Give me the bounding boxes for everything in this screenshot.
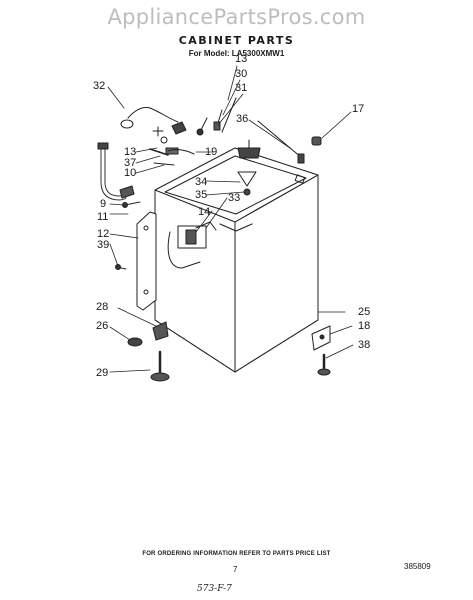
- callout-37: 37: [124, 157, 136, 169]
- page-number: 7: [233, 565, 238, 574]
- callout-19: 19: [205, 146, 217, 158]
- callout-28: 28: [96, 301, 108, 313]
- cabinet-bottom-edge: [154, 319, 319, 373]
- callout-14: 14: [198, 206, 210, 218]
- callout-11: 11: [97, 211, 108, 223]
- document-number: 385809: [404, 562, 431, 571]
- model-subtitle: For Model: LA5300XMW1: [188, 49, 285, 58]
- callout-13-left: 13: [124, 146, 136, 158]
- screw-39: [115, 264, 127, 270]
- callout-32: 32: [93, 80, 105, 92]
- callout-13-top: 13: [235, 53, 247, 65]
- callout-9: 9: [100, 198, 106, 210]
- agitator-cone-part: [237, 139, 261, 196]
- callout-34: 34: [195, 176, 207, 188]
- callout-39: 39: [97, 239, 109, 251]
- screw-11: [122, 201, 141, 208]
- rim-slot: [294, 174, 306, 184]
- callout-33: 33: [228, 192, 240, 204]
- ordering-note: FOR ORDERING INFORMATION REFER TO PARTS …: [142, 551, 331, 557]
- lid-switch-part: [311, 136, 322, 146]
- callout-17: 17: [352, 103, 364, 115]
- foot-bracket-part: [127, 321, 169, 347]
- callout-10: 10: [124, 167, 136, 179]
- watermark: AppliancePartsPros.com: [107, 5, 366, 29]
- left-fasteners: [149, 126, 195, 166]
- wire-harness-part: [120, 107, 187, 135]
- drain-hose-part: [97, 142, 135, 201]
- callout-36: 36: [236, 113, 248, 125]
- callout-26: 26: [96, 320, 108, 332]
- top-screws: [196, 97, 237, 136]
- part-36: [257, 120, 305, 164]
- leader-lines: [107, 65, 354, 373]
- callout-35: 35: [195, 189, 207, 201]
- callout-12: 12: [97, 228, 109, 240]
- callout-31: 31: [235, 82, 247, 94]
- callout-18: 18: [358, 320, 370, 332]
- callout-29: 29: [96, 367, 108, 379]
- pump-assembly-part: [167, 221, 217, 269]
- callout-38: 38: [358, 339, 370, 351]
- callout-25: 25: [358, 306, 370, 318]
- leveling-leg-part: [150, 350, 170, 382]
- rim-cutout: [219, 223, 253, 232]
- handwritten-note: 573-F-7: [197, 584, 232, 594]
- cabinet-top-inner: [164, 155, 307, 215]
- callout-30: 30: [235, 68, 247, 80]
- bracket-part: [136, 211, 157, 311]
- diagram-title: CABINET PARTS: [178, 34, 295, 47]
- rear-foot-part: [311, 325, 331, 376]
- callout-labels: 13 30 31 32 17 36 13 37 10 19 34 35 33 1…: [93, 53, 370, 379]
